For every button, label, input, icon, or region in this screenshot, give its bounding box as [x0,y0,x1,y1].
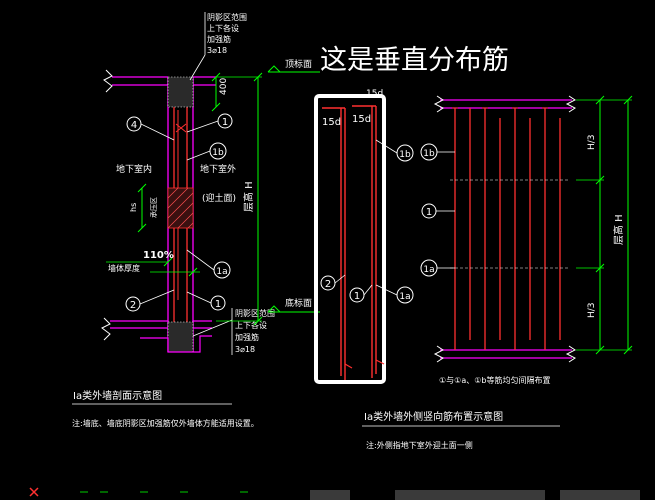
mid-hatched-zone [167,187,194,229]
label-outside-sub: (迎土面) [202,192,236,204]
svg-text:1a: 1a [216,267,227,277]
status-bar-segment[interactable] [560,490,640,500]
top-note-line: 上下各设 [207,23,239,33]
break-line [565,345,576,363]
bottom-shaded-zone [167,321,194,353]
right-note: 注:外侧指地下室外迎土面一侧 [366,440,473,450]
svg-text:1: 1 [215,299,221,310]
level-bottom-mark [267,305,281,313]
svg-text:1b: 1b [399,150,411,160]
level-top-label: 顶标面 [285,58,312,70]
rebar-hooks [344,359,385,369]
callout-right-1a: 1a [420,259,455,277]
bottom-toolbar-marks [29,487,248,497]
level-top-mark [267,65,281,73]
vertical-rebar-right [371,106,377,378]
break-line [565,95,576,113]
anchor-left-label: 15d [322,117,341,128]
top-note-line: 加强筋 [207,34,231,44]
highlight-box [314,94,386,384]
footing-outline [140,335,212,353]
wall-thickness-label: 墙体厚度 [108,263,140,273]
svg-text:1: 1 [354,291,360,302]
svg-text:2: 2 [130,300,136,311]
svg-text:4: 4 [131,120,137,131]
svg-text:1a: 1a [399,292,410,302]
note-leader [189,54,206,81]
left-caption: Ia类外墙剖面示意图 [73,389,162,402]
svg-text:1b: 1b [212,148,224,158]
dim-ticks [623,95,633,355]
callout-mid-1a: 1a [375,284,414,304]
vertical-rebar-left [340,108,346,380]
anchor-right-label: 15d [352,114,371,125]
svg-text:1: 1 [222,117,228,128]
callout-right-1b: 1b [420,143,455,161]
level-bottom-label: 底标面 [285,297,312,309]
svg-text:1b: 1b [423,149,435,159]
dim-height-label: 层高 H [242,181,255,212]
dim-ticks [595,95,605,355]
callout-2: 2 [125,289,175,312]
callout-mid-2: 2 [320,274,346,291]
dim-hs-note: 承压区 [149,197,158,218]
elev-dim-height: 层高 H [612,214,625,245]
left-note: 注:墙底、墙底阴影区加强筋仅外墙体方能适用设置。 [72,418,259,428]
dim-h3-bottom: H/3 [587,302,597,318]
dim-ticks [137,183,147,233]
callout-1b: 1b [186,142,227,161]
svg-text:2: 2 [325,279,331,290]
right-legend: ①与①a、①b等筋均匀间隔布置 [439,375,551,385]
anchor-top-label: 15d [366,89,383,99]
dim-hs-label: hs [129,203,138,212]
bottom-note-line: 加强筋 [235,332,259,342]
note-leader [192,319,233,337]
svg-text:1: 1 [426,207,432,218]
break-line [101,317,111,341]
callout-1-top: 1 [186,113,233,133]
bottom-note-line: 3⌀18 [235,345,255,354]
top-shaded-zone [167,76,194,108]
break-line [433,95,444,113]
break-line [433,345,444,363]
pct-label: 110% [143,250,174,261]
break-line [103,69,113,93]
callout-4: 4 [126,116,175,141]
hatch-lines [167,187,194,229]
close-icon [29,487,39,497]
middle-rebar-figure: 顶标面 底标面 15d 15d 15d 1b 2 1 [267,58,414,384]
dim-ticks [163,257,198,277]
bottom-note-line: 上下各设 [235,320,267,330]
left-wall-section: 阴影区范围 上下各设 加强筋 3⌀18 阴影区范围 上下各设 加强筋 3⌀18 … [72,12,275,428]
bottom-note-line: 阴影区范围 [235,308,275,318]
label-inside: 地下室内 [116,163,152,175]
right-elevation: H/3 H/3 层高 H 1b 1 1a ①与①a、①b等筋均匀间隔布置 Ia类… [362,95,633,450]
callout-mid-1: 1 [349,284,373,303]
callout-1-bottom: 1 [186,291,226,311]
status-bar-segment[interactable] [395,490,545,500]
callout-1a: 1a [186,249,231,279]
label-outside: 地下室外 [200,163,236,175]
top-note-line: 阴影区范围 [207,12,247,22]
callout-mid-1b: 1b [375,139,414,162]
status-bar-segment[interactable] [310,490,350,500]
annotation-text: 这是垂直分布筋 [320,45,509,76]
dim-400-label: 400 [219,78,229,95]
rebar-marker [175,123,187,133]
callout-right-1: 1 [421,203,455,219]
right-caption: Ia类外墙外侧竖向筋布置示意图 [364,410,503,423]
dim-h3-top: H/3 [587,134,597,150]
svg-text:1a: 1a [423,265,434,275]
top-note-line: 3⌀18 [207,46,227,55]
